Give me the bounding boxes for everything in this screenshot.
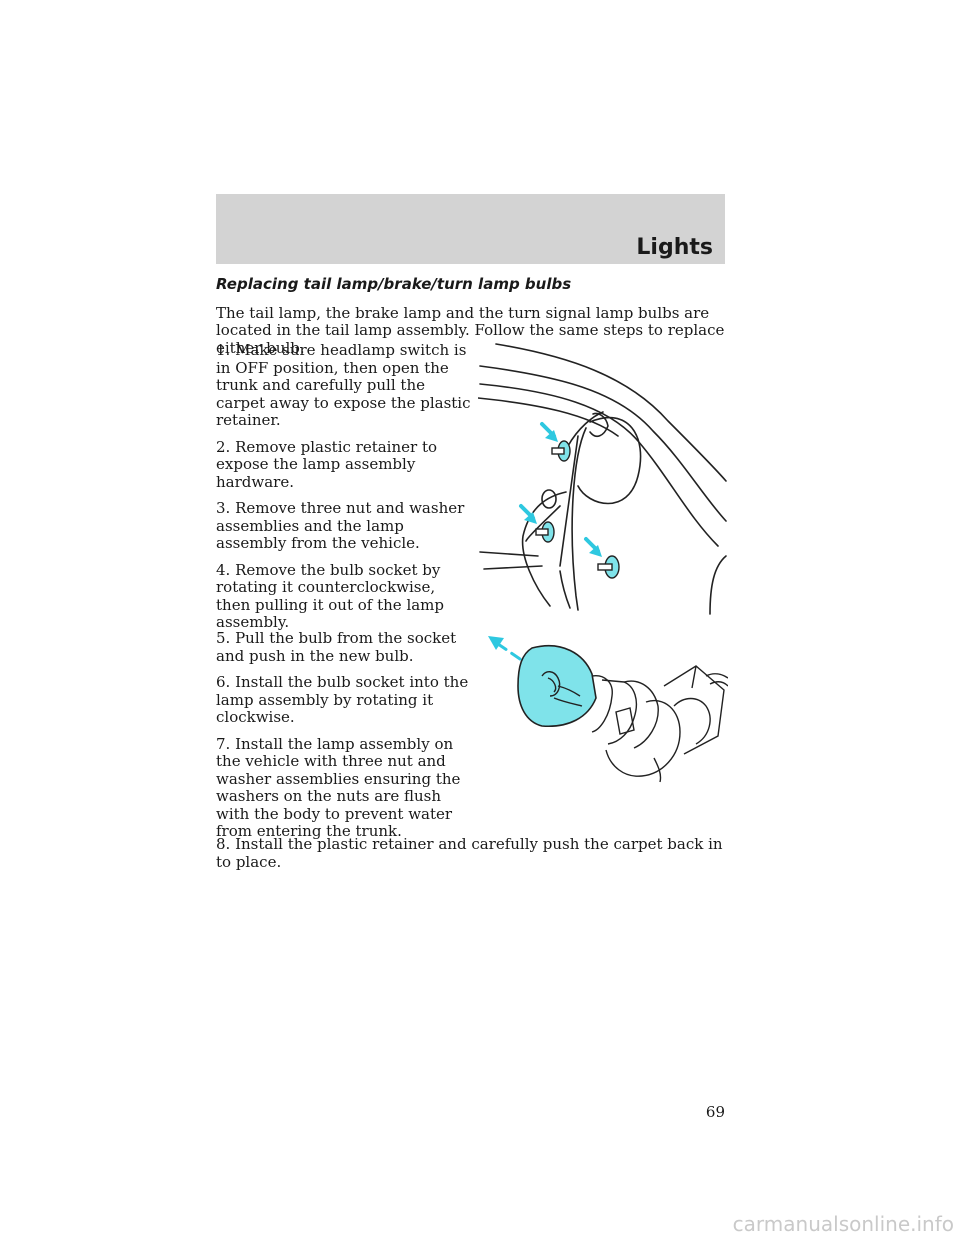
step-5: 5. Pull the bulb from the socket and pus…: [216, 629, 457, 665]
step-2: 2. Remove plastic retainer to expose the…: [216, 437, 438, 491]
step-7: 7. Install the lamp assembly on the vehi…: [216, 734, 461, 840]
page-content: Replacing tail lamp/brake/turn lamp bulb…: [216, 275, 725, 870]
steps-group-1: 1. Make sure headlamp switch is in OFF p…: [216, 341, 474, 641]
tail-lamp-assembly-illustration: [478, 343, 727, 615]
section-title: Lights: [636, 235, 713, 260]
step-1: 1. Make sure headlamp switch is in OFF p…: [216, 341, 471, 429]
step-6: 6. Install the bulb socket into the lamp…: [216, 673, 469, 726]
bulb-icon: [517, 644, 597, 728]
watermark: carmanualsonline.info: [732, 1212, 954, 1236]
section-header-bar: Lights: [216, 194, 725, 264]
subheading: Replacing tail lamp/brake/turn lamp bulb…: [216, 275, 572, 293]
page-number: 69: [705, 1103, 725, 1121]
step-8: 8. Install the plastic retainer and care…: [216, 835, 723, 871]
step-4: 4. Remove the bulb socket by rotating it…: [216, 560, 445, 631]
intro-paragraph: The tail lamp, the brake lamp and the tu…: [216, 303, 725, 357]
steps-group-2: 5. Pull the bulb from the socket and pus…: [216, 629, 474, 850]
step-3: 3. Remove three nut and washer assemblie…: [216, 499, 465, 552]
bulb-socket-illustration: [488, 636, 728, 783]
